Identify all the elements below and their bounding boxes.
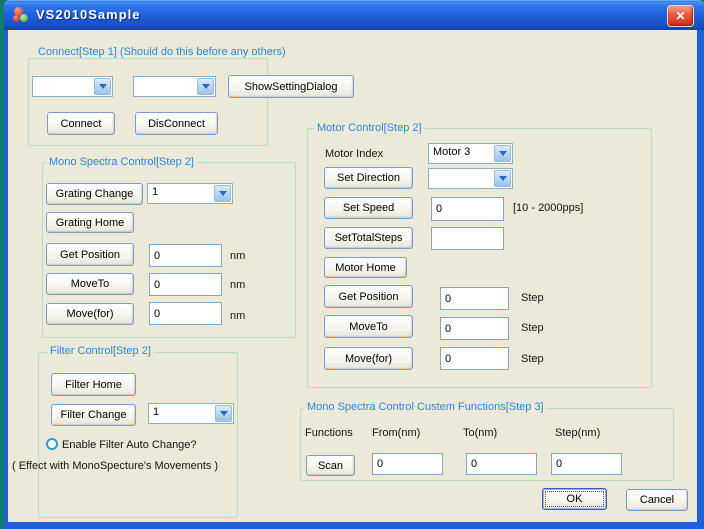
- filter-change-button[interactable]: Filter Change: [51, 404, 136, 426]
- close-icon: ✕: [675, 9, 686, 23]
- mono-movefor-unit: nm: [230, 310, 246, 322]
- filter-home-button[interactable]: Filter Home: [51, 373, 136, 396]
- connect-group-label: Connect[Step 1] (Should do this before a…: [35, 46, 289, 58]
- connect-button[interactable]: Connect: [47, 112, 115, 135]
- grating-change-button[interactable]: Grating Change: [46, 183, 143, 205]
- window-title: VS2010Sample: [36, 7, 141, 22]
- functions-header: Functions: [305, 427, 353, 439]
- connect-baud-combobox[interactable]: [133, 76, 216, 97]
- chevron-down-icon: [215, 405, 232, 422]
- connect-port-combobox[interactable]: [32, 76, 113, 97]
- connect-group: [28, 58, 268, 146]
- motor-group: [307, 128, 652, 388]
- motor-get-position-unit: Step: [521, 292, 544, 304]
- scan-button[interactable]: Scan: [306, 455, 355, 476]
- motor-group-label: Motor Control[Step 2]: [314, 122, 425, 134]
- mono-get-position-button[interactable]: Get Position: [46, 243, 134, 266]
- motor-moveto-button[interactable]: MoveTo: [324, 315, 413, 338]
- set-total-steps-button[interactable]: SetTotalSteps: [324, 227, 413, 249]
- total-steps-input[interactable]: [431, 227, 504, 250]
- ok-button[interactable]: OK: [542, 488, 607, 510]
- cancel-button[interactable]: Cancel: [626, 489, 688, 511]
- set-direction-button[interactable]: Set Direction: [324, 167, 413, 189]
- speed-range-hint: [10 - 2000pps]: [513, 202, 584, 214]
- mono-moveto-unit: nm: [230, 279, 246, 291]
- motor-movefor-unit: Step: [521, 353, 544, 365]
- motor-get-position-input[interactable]: [440, 287, 509, 310]
- motor-movefor-button[interactable]: Move(for): [324, 347, 413, 370]
- motor-moveto-unit: Step: [521, 322, 544, 334]
- enable-filter-auto-change-radio[interactable]: [46, 438, 58, 450]
- from-header: From(nm): [372, 427, 421, 439]
- mono-get-position-unit: nm: [230, 250, 246, 262]
- filter-note: ( Effect with MonoSpecture's Movements ): [12, 460, 219, 472]
- scan-from-input[interactable]: [372, 453, 443, 475]
- app-window: VS2010Sample ✕ Connect[Step 1] (Should d…: [4, 0, 704, 529]
- app-icon: [13, 7, 29, 23]
- motor-movefor-input[interactable]: [440, 347, 509, 370]
- mono-movefor-button[interactable]: Move(for): [46, 303, 134, 325]
- enable-filter-auto-change-label: Enable Filter Auto Change?: [62, 439, 197, 451]
- filter-group-label: Filter Control[Step 2]: [47, 345, 154, 357]
- show-setting-dialog-button[interactable]: ShowSettingDialog: [228, 75, 354, 98]
- scan-to-input[interactable]: [466, 453, 537, 475]
- chevron-down-icon: [94, 78, 111, 95]
- mono-spectra-group-label: Mono Spectra Control[Step 2]: [46, 156, 197, 168]
- grating-select-combobox[interactable]: 1: [147, 183, 233, 204]
- chevron-down-icon: [494, 145, 511, 162]
- disconnect-button[interactable]: DisConnect: [135, 112, 218, 135]
- scan-step-input[interactable]: [551, 453, 622, 475]
- mono-moveto-button[interactable]: MoveTo: [46, 273, 134, 295]
- motor-index-combobox[interactable]: Motor 3: [428, 143, 513, 164]
- filter-select-combobox[interactable]: 1: [148, 403, 234, 424]
- dialog-client-area: Connect[Step 1] (Should do this before a…: [8, 30, 697, 522]
- chevron-down-icon: [197, 78, 214, 95]
- motor-index-label: Motor Index: [325, 148, 384, 160]
- motor-home-button[interactable]: Motor Home: [324, 257, 407, 278]
- chevron-down-icon: [494, 170, 511, 187]
- custom-functions-group-label: Mono Spectra Control Custem Functions[St…: [304, 401, 547, 413]
- grating-home-button[interactable]: Grating Home: [46, 212, 134, 233]
- set-speed-button[interactable]: Set Speed: [324, 197, 413, 219]
- mono-moveto-input[interactable]: [149, 273, 222, 296]
- close-button[interactable]: ✕: [667, 5, 694, 27]
- speed-input[interactable]: [431, 197, 504, 221]
- mono-movefor-input[interactable]: [149, 302, 222, 325]
- motor-moveto-input[interactable]: [440, 317, 509, 340]
- direction-combobox[interactable]: [428, 168, 513, 189]
- step-header: Step(nm): [555, 427, 601, 439]
- mono-get-position-input[interactable]: [149, 244, 222, 267]
- to-header: To(nm): [463, 427, 498, 439]
- chevron-down-icon: [214, 185, 231, 202]
- motor-get-position-button[interactable]: Get Position: [324, 285, 413, 308]
- title-bar[interactable]: VS2010Sample ✕: [4, 0, 704, 30]
